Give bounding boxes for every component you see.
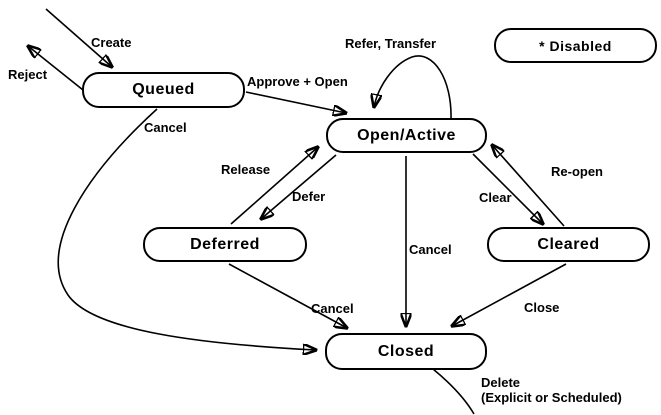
edge-label-cancel-from-deferred: Cancel: [311, 301, 354, 316]
edge-defer-line: [261, 154, 337, 219]
edge-clear-line: [472, 153, 543, 224]
edge-cancel-deferred-line: [228, 263, 347, 328]
edge-label-approve-open: Approve + Open: [247, 74, 348, 89]
edge-label-refer-transfer: Refer, Transfer: [345, 36, 437, 51]
edge-label-cancel-from-open: Cancel: [409, 242, 452, 257]
edge-close-line: [452, 263, 567, 326]
edge-delete-line: [432, 368, 475, 415]
state-open-active: Open/Active: [326, 118, 487, 153]
edge-label-reject: Reject: [8, 67, 48, 82]
edge-approve-line: [245, 91, 346, 113]
state-cleared: Cleared: [487, 227, 650, 262]
state-disabled-legend: * Disabled: [494, 28, 657, 63]
edge-reopen-line: [492, 145, 565, 227]
edge-release-line: [230, 147, 318, 225]
edge-label-cancel-from-queued: Cancel: [144, 120, 187, 135]
state-closed: Closed: [325, 333, 487, 370]
edge-label-clear: Clear: [479, 190, 512, 205]
edge-label-delete-line1: Delete: [481, 375, 521, 390]
edge-refer-self-loop: [374, 55, 452, 120]
edge-label-release: Release: [221, 162, 271, 177]
state-deferred: Deferred: [143, 227, 307, 262]
edge-create-line: [45, 8, 112, 67]
edge-reject-line: [28, 46, 84, 91]
edge-label-defer: Defer: [292, 189, 326, 204]
edge-label-delete: Delete (Explicit or Scheduled): [481, 375, 622, 405]
edge-label-close: Close: [524, 300, 560, 315]
edge-label-create: Create: [91, 35, 132, 50]
state-queued: Queued: [82, 72, 245, 108]
edge-label-delete-line2: (Explicit or Scheduled): [481, 390, 622, 405]
edge-label-reopen: Re-open: [551, 164, 603, 179]
edge-cancel-queued-curve: [57, 108, 316, 350]
